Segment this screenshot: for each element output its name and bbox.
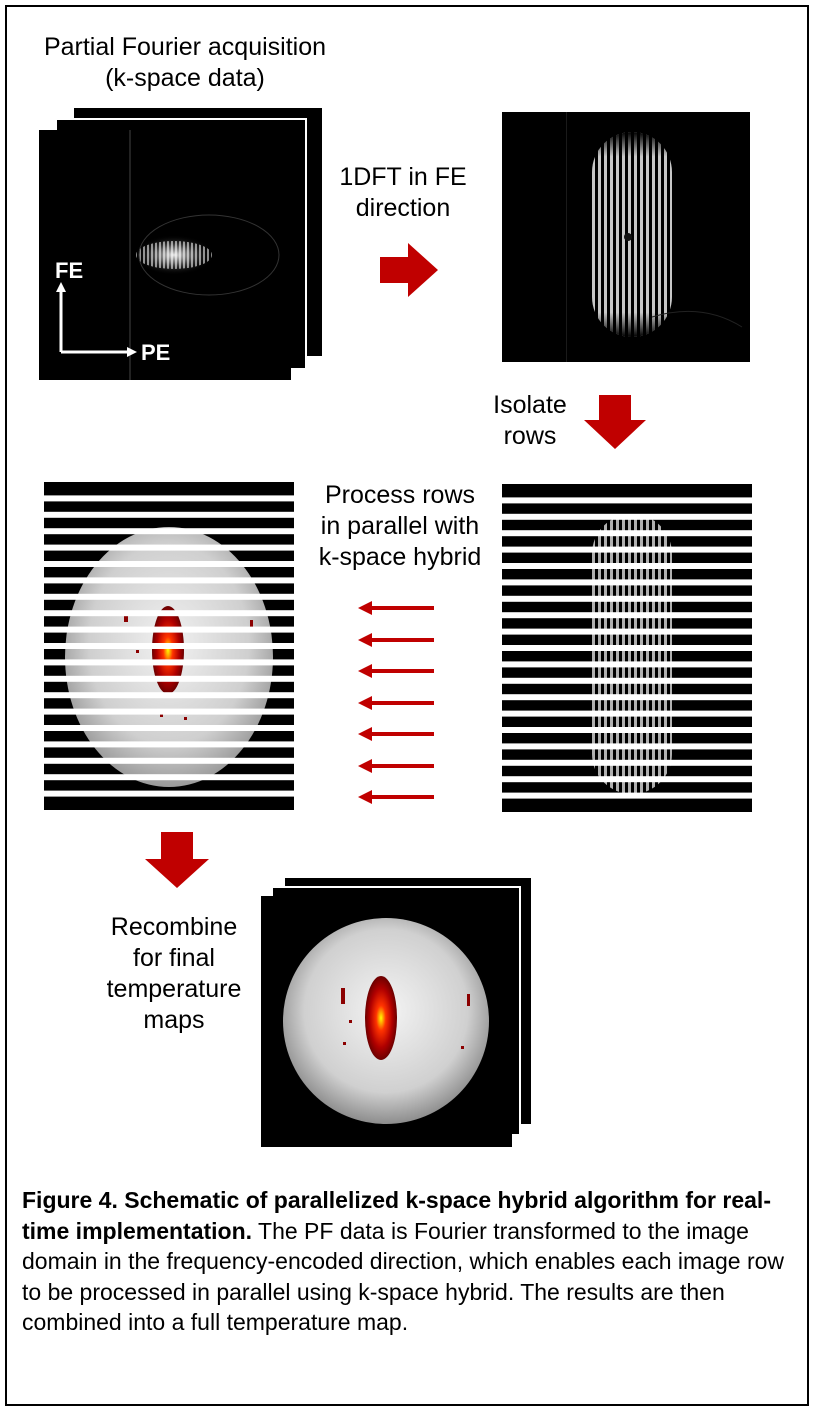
row-gap [502, 727, 752, 733]
row-gap [44, 577, 294, 583]
row-gap [502, 596, 752, 602]
recombine-label-line1: Recombine [94, 912, 254, 943]
hybrid-space-panel [502, 112, 750, 362]
row-gap [44, 709, 294, 715]
acquisition-label-line1: Partial Fourier acquisition [20, 32, 350, 63]
down-arrow-left [145, 832, 209, 888]
row-gap [502, 579, 752, 585]
row-gap [502, 547, 752, 553]
recombine-label: Recombine for final temperature maps [94, 912, 254, 1036]
left-arrow [358, 726, 438, 742]
row-gap [502, 711, 752, 717]
row-hybrid-panel [502, 484, 752, 812]
row-gap [502, 694, 752, 700]
dft-label: 1DFT in FE direction [318, 162, 488, 224]
parallel-arrows [358, 600, 438, 820]
left-arrow [358, 663, 438, 679]
left-arrow [358, 695, 438, 711]
row-gap [502, 612, 752, 618]
down-arrow-right [584, 395, 646, 449]
isolate-label-line2: rows [480, 421, 580, 452]
row-gap [44, 528, 294, 534]
isolate-label-line1: Isolate [480, 390, 580, 421]
row-gap [44, 725, 294, 731]
row-gap [44, 659, 294, 665]
row-gap [44, 791, 294, 797]
row-gap [502, 497, 752, 503]
row-gap [502, 743, 752, 749]
row-gap [44, 545, 294, 551]
process-label: Process rows in parallel with k-space hy… [306, 480, 494, 573]
left-arrow [358, 632, 438, 648]
row-gap [502, 760, 752, 766]
recombine-label-line2: for final [94, 943, 254, 974]
isolate-label: Isolate rows [480, 390, 580, 452]
row-gap [44, 774, 294, 780]
recombine-label-line4: maps [94, 1005, 254, 1036]
left-arrow [358, 600, 438, 616]
process-label-line2: in parallel with [306, 511, 494, 542]
axis-fe-label: FE [55, 258, 83, 284]
row-gap [502, 776, 752, 782]
kspace-panel: FE PE [39, 130, 291, 380]
row-gap [502, 629, 752, 635]
row-gap [44, 741, 294, 747]
row-gap [502, 793, 752, 799]
process-label-line1: Process rows [306, 480, 494, 511]
row-gap [502, 514, 752, 520]
process-label-line3: k-space hybrid [306, 542, 494, 573]
row-gap [44, 561, 294, 567]
row-gap [44, 758, 294, 764]
row-gap [502, 678, 752, 684]
axis-pe-label: PE [141, 340, 170, 366]
row-gap [44, 676, 294, 682]
row-gap [44, 627, 294, 633]
left-arrow [358, 789, 438, 805]
row-gap [44, 610, 294, 616]
left-arrow [358, 758, 438, 774]
recombine-label-line3: temperature [94, 974, 254, 1005]
row-gap [44, 512, 294, 518]
row-gap [502, 661, 752, 667]
right-arrow [380, 243, 438, 297]
row-gap [502, 563, 752, 569]
figure-caption: Figure 4. Schematic of parallelized k-sp… [22, 1185, 798, 1338]
row-gap [502, 530, 752, 536]
dft-label-line2: direction [318, 193, 488, 224]
row-gap [44, 495, 294, 501]
row-gap [44, 692, 294, 698]
row-temperature-panel [44, 482, 294, 810]
row-gap [502, 645, 752, 651]
acquisition-label: Partial Fourier acquisition (k-space dat… [20, 32, 350, 94]
row-gap [44, 643, 294, 649]
acquisition-label-line2: (k-space data) [20, 63, 350, 94]
row-gap [44, 594, 294, 600]
dft-label-line1: 1DFT in FE [318, 162, 488, 193]
final-temperature-map [261, 896, 512, 1147]
